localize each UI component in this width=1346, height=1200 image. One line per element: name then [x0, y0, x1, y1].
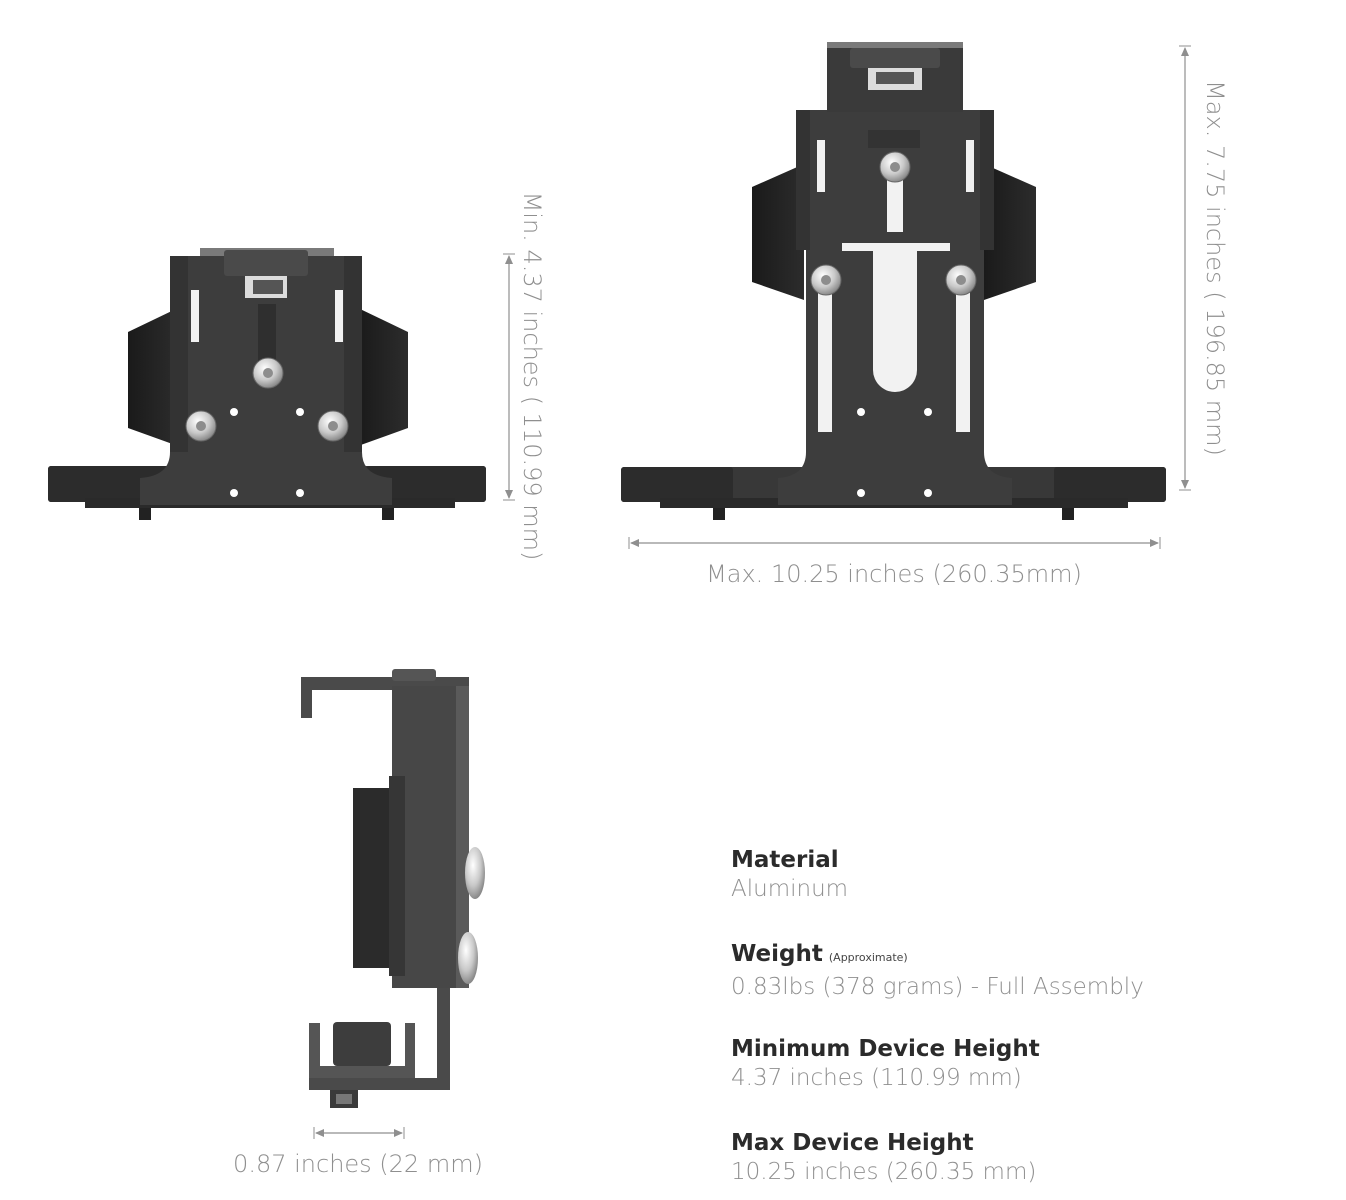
spec-value: 0.83lbs (378 grams) - Full Assembly [731, 974, 1144, 1000]
spec-weight: Weight (Approximate) 0.83lbs (378 grams) … [731, 940, 1144, 1002]
max-width-dimension: Max. 10.25 inches (260.35mm) [628, 537, 1161, 588]
spec-minimum-device-height: Minimum Device Height 4.37 inches (110.9… [731, 1035, 1040, 1093]
mount-front-collapsed [48, 248, 486, 520]
max-width-label: Max. 10.25 inches (260.35mm) [706, 560, 1082, 588]
mount-front-extended [621, 42, 1166, 520]
spec-value: 10.25 inches (260.35 mm) [731, 1159, 1037, 1185]
spec-label: Minimum Device Height [731, 1036, 1040, 1062]
max-height-label: Max. 7.75 inches ( 196.85 mm) [1201, 80, 1229, 456]
mount-side-view [301, 669, 485, 1108]
depth-dimension: 0.87 inches (22 mm) [233, 1127, 483, 1178]
spec-max-device-height: Max Device Height 10.25 inches (260.35 m… [731, 1129, 1036, 1187]
spec-label: Weight [731, 941, 823, 967]
spec-label: Max Device Height [731, 1130, 974, 1156]
spec-value: 4.37 inches (110.99 mm) [731, 1065, 1022, 1091]
spec-material: Material Aluminum [731, 846, 848, 904]
min-height-label: Min. 4.37 inches ( 110.99 mm) [518, 192, 546, 561]
spec-label: Material [731, 847, 839, 873]
depth-label: 0.87 inches (22 mm) [233, 1150, 483, 1178]
spec-note: (Approximate) [828, 951, 908, 964]
max-height-dimension: Max. 7.75 inches ( 196.85 mm) [1179, 45, 1229, 491]
spec-value: Aluminum [731, 876, 849, 902]
min-height-dimension: Min. 4.37 inches ( 110.99 mm) [503, 192, 546, 561]
